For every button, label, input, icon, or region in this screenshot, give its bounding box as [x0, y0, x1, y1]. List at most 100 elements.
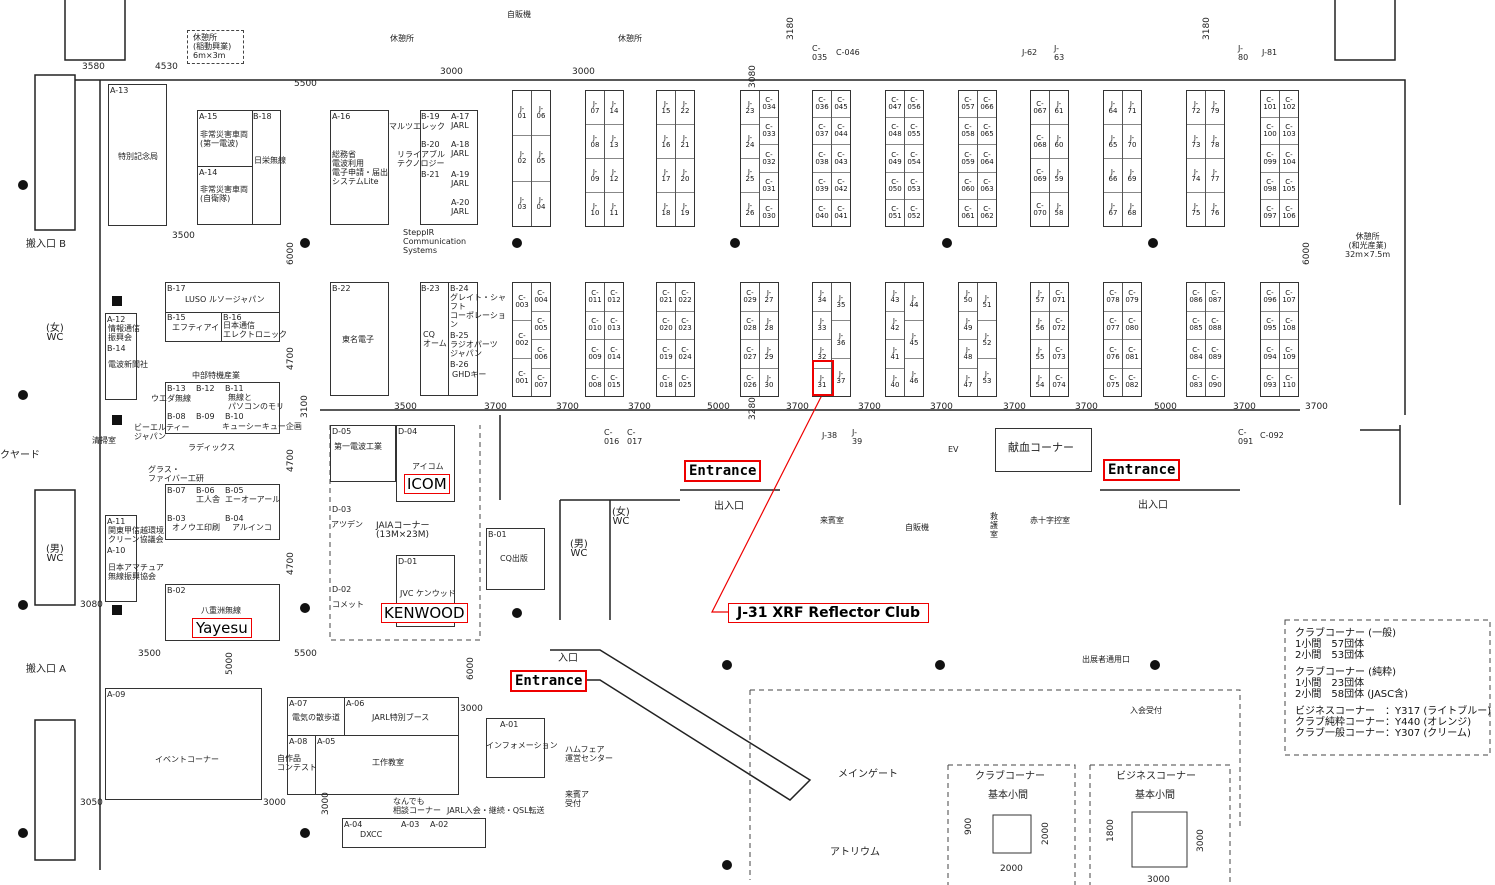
- booth-id: A-16: [332, 112, 351, 121]
- booth-name: ウエダ無線: [151, 394, 191, 403]
- booth-j-56: J- 56: [1031, 312, 1049, 340]
- booth-id: B-02: [167, 586, 186, 595]
- booth-name: 工人舎: [196, 495, 220, 504]
- booth-id: A-05: [317, 737, 336, 746]
- booth-c-004: C- 004: [532, 283, 550, 312]
- legend-line: クラブ一般コーナー：Y307 (クリーム): [1295, 728, 1471, 739]
- booth-j-72: J- 72: [1187, 91, 1205, 125]
- booth-b18: [252, 110, 281, 225]
- booth-id: B-23: [421, 284, 440, 293]
- pillar: [300, 238, 310, 248]
- booth-c092: C-092: [1260, 431, 1284, 440]
- dimension: 5500: [294, 649, 317, 659]
- booth-id: A-11: [107, 517, 126, 526]
- pillar: [1150, 660, 1160, 670]
- rest-area-label: 休憩所: [618, 34, 642, 43]
- pillar: [300, 603, 310, 613]
- booth-a14: [197, 166, 254, 225]
- booth-name: CQ出版: [500, 554, 528, 563]
- booth-id: A-04: [344, 820, 363, 829]
- booth-j-35: J- 35: [832, 283, 850, 321]
- booth-c-062: C- 062: [980, 204, 994, 220]
- booth-c-097: C- 097: [1263, 204, 1277, 220]
- dimension: 3000: [263, 798, 286, 808]
- booth-c016: C- 016: [604, 428, 620, 446]
- booth-id: B-20: [421, 140, 440, 149]
- booth-id: B-13: [167, 384, 186, 393]
- pillar: [512, 608, 522, 618]
- booth-id: B-08: [167, 412, 186, 421]
- booth-j-73: J- 73: [1187, 125, 1205, 159]
- booth-c-018: C- 018: [659, 374, 673, 390]
- booth-name: グラス・ ファイバー工研: [148, 465, 204, 483]
- booth-c-010: C- 010: [586, 312, 604, 340]
- booth-j63: J- 63: [1054, 44, 1065, 62]
- booth-name: 非常災害車両 (自衛隊): [200, 185, 248, 203]
- booth-c-053: C- 053: [905, 173, 923, 200]
- legend-line: 2小間 58団体 (JASC含): [1295, 689, 1409, 700]
- exit-label: 出入口: [1138, 500, 1168, 511]
- booth-c-085: C- 085: [1187, 312, 1205, 340]
- booth-j-50: J- 50: [959, 283, 977, 312]
- booth-j-57: J- 57: [1031, 283, 1049, 312]
- booth-c-061: C- 061: [961, 204, 975, 220]
- booth-c-005: C- 005: [532, 312, 550, 340]
- rest-area-box: [187, 30, 244, 64]
- booth-c-003: C- 003: [513, 283, 531, 321]
- dimension: 3000: [1196, 829, 1206, 852]
- wc-female: (女) WC: [612, 507, 630, 527]
- dimension: 3700: [786, 402, 809, 412]
- booth-c017: C- 017: [627, 428, 643, 446]
- booth-block-b08-b13: [165, 382, 280, 434]
- dimension: 2000: [1041, 822, 1051, 845]
- booth-c-049: C- 049: [886, 145, 904, 173]
- booth-c-106: C- 106: [1282, 204, 1296, 220]
- booth-j-48: J- 48: [959, 340, 977, 369]
- booth-c-084: C- 084: [1187, 340, 1205, 369]
- booth-c-079: C- 079: [1123, 283, 1141, 312]
- booth-b16: [221, 312, 280, 342]
- kenwood-label: KENWOOD: [381, 603, 468, 623]
- booth-j-68: J- 68: [1127, 201, 1137, 217]
- booth-j-20: J- 20: [676, 159, 694, 193]
- booth-j-24: J- 24: [741, 125, 759, 159]
- booth-j-47: J- 47: [963, 374, 973, 390]
- booth-j-36: J- 36: [832, 321, 850, 359]
- j31-highlight-box: [812, 360, 834, 396]
- booth-c046: C-046: [836, 48, 860, 57]
- booth-c-104: C- 104: [1280, 145, 1298, 173]
- booth-c-015: C- 015: [607, 374, 621, 390]
- booth-j62: J-62: [1022, 48, 1038, 57]
- booth-j-26: J- 26: [745, 201, 755, 217]
- booth-j-53: J- 53: [982, 369, 992, 385]
- booth-j-19: J- 19: [680, 201, 690, 217]
- booth-c-055: C- 055: [905, 118, 923, 146]
- booth-id: B-19: [421, 112, 440, 121]
- booth-c-024: C- 024: [676, 340, 694, 369]
- dimension: 3500: [172, 231, 195, 241]
- booth-id: D-03: [332, 505, 352, 514]
- booth-name: 日本アマチュア 無線振興協会: [108, 563, 164, 581]
- booth-id: A-13: [110, 86, 129, 95]
- booth-c-096: C- 096: [1261, 283, 1279, 312]
- booth-j-01: J- 01: [513, 91, 531, 137]
- booth-c-031: C- 031: [760, 173, 778, 200]
- booth-j-42: J- 42: [886, 312, 904, 340]
- booth-id: B-21: [421, 170, 440, 179]
- booth-c-029: C- 029: [741, 283, 759, 312]
- booth-c-090: C- 090: [1208, 374, 1222, 390]
- booth-c-082: C- 082: [1125, 374, 1139, 390]
